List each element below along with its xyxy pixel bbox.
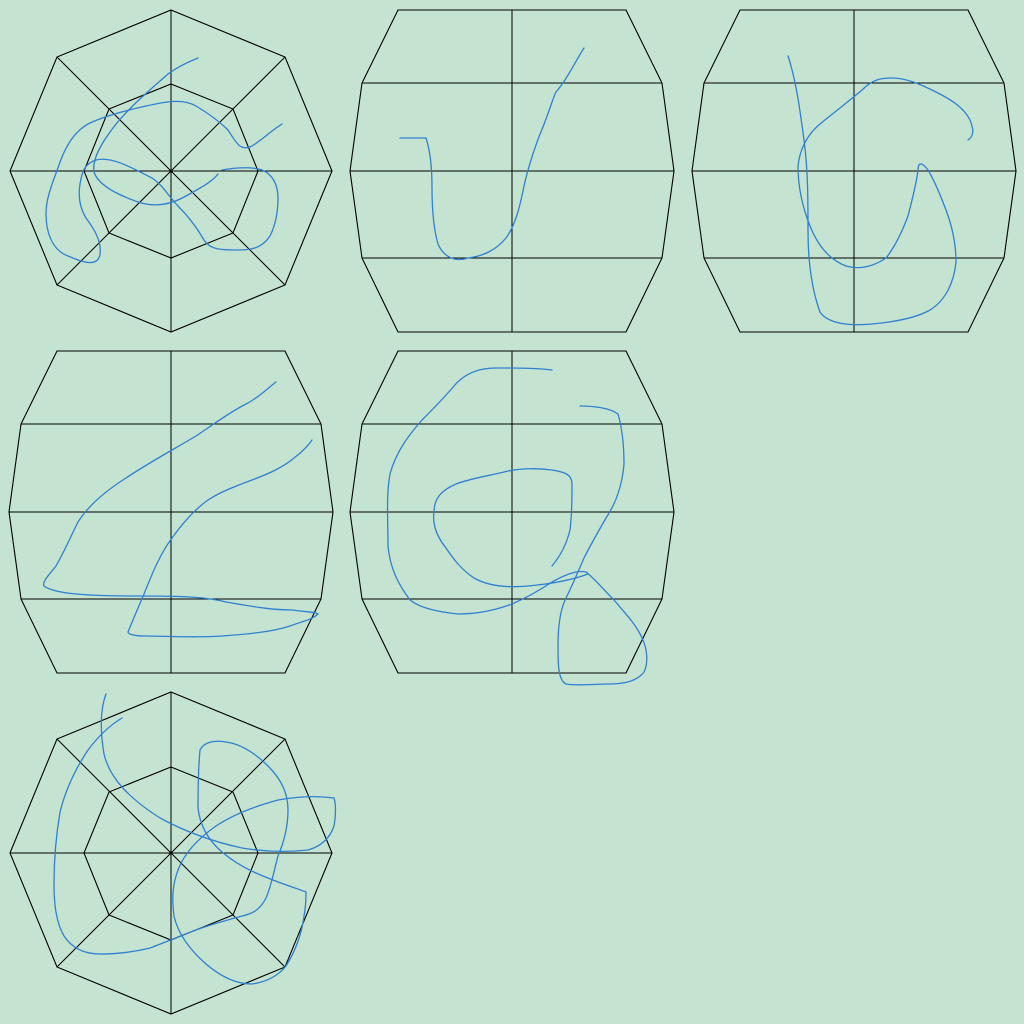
ink-stroke xyxy=(45,100,283,264)
ink-stroke xyxy=(399,47,585,261)
barrel-frame xyxy=(349,350,675,674)
grid-line-diagonal xyxy=(56,738,286,968)
ink-stroke xyxy=(787,55,974,326)
barrel-frame xyxy=(349,9,675,333)
grid-line-diagonal xyxy=(56,56,286,286)
panel-octagon-1[interactable] xyxy=(9,9,333,333)
ink-stroke xyxy=(53,693,337,985)
panel-barrel-4[interactable] xyxy=(8,350,334,674)
barrel-frame xyxy=(691,9,1017,333)
barrel-frame xyxy=(8,350,334,674)
panel-barrel-5[interactable] xyxy=(349,350,675,686)
ink-stroke xyxy=(93,57,219,206)
ink-stroke xyxy=(42,381,319,638)
panel-barrel-3[interactable] xyxy=(691,9,1017,333)
panel-barrel-2[interactable] xyxy=(349,9,675,333)
ink-stroke xyxy=(386,367,648,686)
ink-stroke xyxy=(432,468,589,588)
panel-octagon-6[interactable] xyxy=(9,691,337,1015)
